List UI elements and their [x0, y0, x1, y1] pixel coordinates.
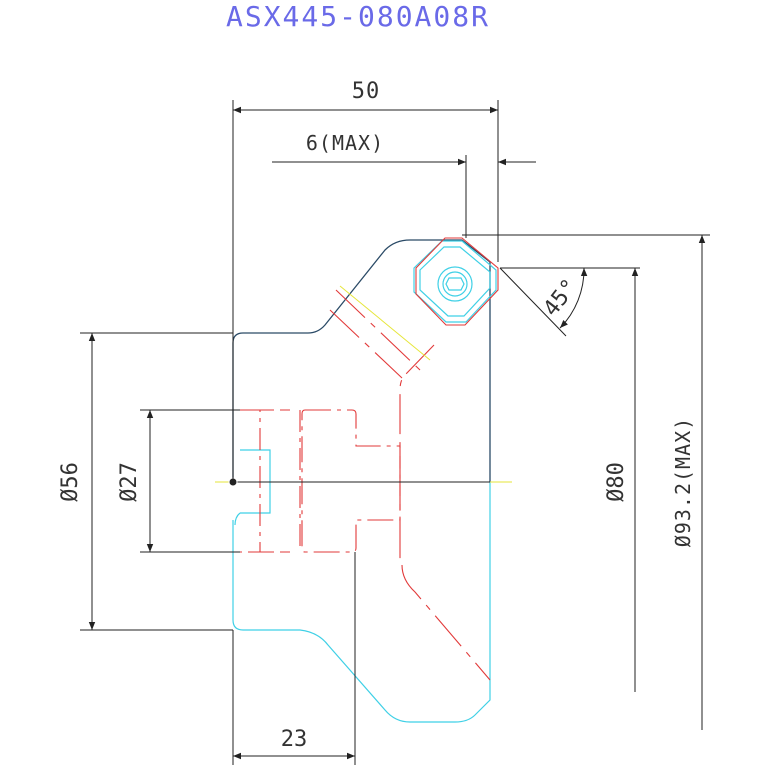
center-lines — [215, 285, 512, 483]
dim-max-offset: 6(MAX) — [306, 131, 384, 155]
phantom-body — [232, 240, 497, 723]
dim-dia-93-max: Ø93.2(MAX) — [671, 417, 695, 547]
dim-dia-56: Ø56 — [58, 462, 83, 502]
dim-shank-length: 23 — [281, 727, 308, 752]
hidden-lines — [240, 237, 499, 681]
dim-dia-80: Ø80 — [604, 462, 629, 502]
dimension-lines — [80, 100, 710, 765]
tool-outline — [232, 239, 491, 482]
drawing-title: ASX445-080A08R — [226, 0, 490, 33]
dim-dia-27: Ø27 — [117, 462, 142, 502]
dim-overall-length: 50 — [352, 79, 381, 104]
